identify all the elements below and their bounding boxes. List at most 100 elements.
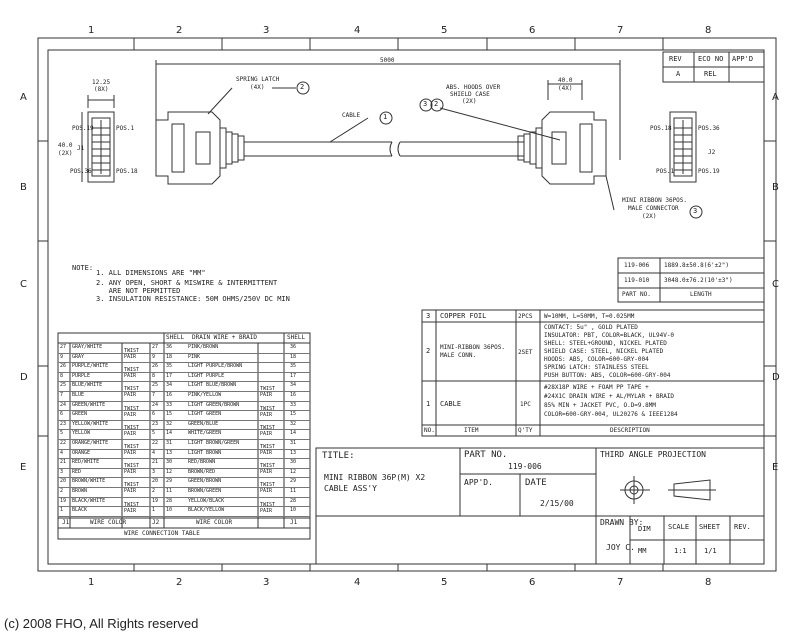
abs-hoods-1: ABS. HOODS OVER bbox=[446, 84, 501, 91]
wire-right-color-15: BROWN/GREEN bbox=[188, 488, 222, 494]
wire-left-j2-6: 24 bbox=[152, 401, 159, 408]
wire-header-drain: DRAIN WIRE + BRAID bbox=[192, 334, 258, 341]
balloon-3-text: 3 bbox=[423, 100, 428, 108]
wire-left-j2-8: 23 bbox=[152, 420, 159, 427]
wire-row-divider bbox=[58, 352, 310, 354]
wire-right-j1-11: 13 bbox=[290, 449, 297, 456]
wire-left-twist-0: TWIST bbox=[124, 348, 140, 354]
wire-left-j2-9: 5 bbox=[152, 430, 156, 437]
wire-right-color-8: GREEN/BLUE bbox=[188, 420, 219, 427]
wire-footer-color2: WIRE COLOR bbox=[196, 519, 233, 526]
wire-right-color-6: LIGHT GREEN/BROWN bbox=[188, 401, 240, 408]
wire-left-color-4: BLUE/WHITE bbox=[72, 382, 103, 389]
border-outer bbox=[37, 37, 777, 572]
dim-label: DIM bbox=[638, 525, 651, 533]
balloon-2-left-text: 2 bbox=[300, 83, 305, 91]
col-label-4-bottom: 4 bbox=[354, 577, 361, 588]
wire-left-pair-16: PAIR bbox=[124, 507, 137, 514]
wire-row-divider bbox=[58, 458, 310, 460]
mini-ribbon-3: (2X) bbox=[642, 213, 657, 220]
bom-desc-2-6: SPRING LATCH: STAINLESS STEEL bbox=[544, 364, 649, 371]
bom-desc-2-4: SHIELD CASE: STEEL, NICKEL PLATED bbox=[544, 348, 664, 355]
wire-left-color-0: GRAY/WHITE bbox=[72, 344, 103, 350]
wire-left-pair-14: PAIR bbox=[124, 488, 137, 495]
wire-right-color-11: LIGHT BROWN bbox=[188, 449, 222, 456]
wire-left-color-17: BLACK bbox=[72, 507, 88, 514]
pos36-right: POS.36 bbox=[698, 125, 720, 132]
wire-right-pair-14: PAIR bbox=[260, 488, 273, 495]
wire-left-pair-0: PAIR bbox=[124, 354, 137, 360]
wire-right-twist-6: TWIST bbox=[260, 405, 276, 412]
wire-left-j1-2: 26 bbox=[60, 363, 67, 370]
row-label-d: D bbox=[20, 372, 28, 383]
wire-left-j1-10: 22 bbox=[60, 440, 67, 446]
eco-header: ECO NO bbox=[698, 55, 724, 63]
bom-no-1: 1 bbox=[426, 400, 431, 408]
col-label-8-bottom: 8 bbox=[705, 577, 712, 588]
dim-height-left-sub: (2X) bbox=[58, 150, 73, 157]
pos18-left: POS.18 bbox=[116, 168, 138, 175]
wire-left-color-8: YELLOW/WHITE bbox=[72, 420, 109, 427]
row-label-a-right: A bbox=[772, 92, 779, 103]
dim-height-left: 40.0 bbox=[58, 142, 73, 149]
wire-left-pair-4: PAIR bbox=[124, 392, 137, 399]
wire-left-color-9: YELLOW bbox=[72, 430, 91, 437]
drawn-by-value: JOY C. bbox=[606, 543, 635, 552]
wire-right-j1-4: 34 bbox=[290, 382, 297, 389]
wire-right-pair-6: PAIR bbox=[260, 411, 273, 418]
wire-right-j2-17: 10 bbox=[166, 507, 173, 514]
wire-right-j2-9: 14 bbox=[166, 430, 173, 437]
note-2b: ARE NOT PERMITTED bbox=[96, 287, 181, 295]
wire-left-pair-12: PAIR bbox=[124, 469, 137, 476]
col-label-2: 2 bbox=[176, 25, 183, 36]
bom-qty-1: 1PC bbox=[520, 401, 531, 408]
wire-right-j2-16: 28 bbox=[166, 497, 173, 504]
wire-left-color-12: RED/WHITE bbox=[72, 459, 100, 466]
wire-caption: WIRE CONNECTION TABLE bbox=[124, 530, 200, 537]
dim-right: 40.0 bbox=[558, 77, 573, 84]
j2-face-view bbox=[669, 111, 697, 183]
bom-desc-2-5: HOODS: ABS, COLOR=600-GRY-004 bbox=[544, 356, 649, 363]
date-label: DATE bbox=[525, 478, 547, 488]
wire-right-twist-10: TWIST bbox=[260, 444, 276, 450]
wire-left-color-2: PURPLE/WHITE bbox=[72, 363, 109, 370]
wire-right-color-13: BROWN/RED bbox=[188, 468, 216, 475]
wire-left-j1-13: 3 bbox=[60, 468, 64, 475]
date-value: 2/15/00 bbox=[540, 499, 574, 508]
rev-value: A bbox=[676, 70, 681, 78]
bom-item-3: COPPER FOIL bbox=[440, 312, 487, 320]
abs-hoods-3: (2X) bbox=[462, 98, 477, 105]
wire-right-color-7: LIGHT GREEN bbox=[188, 411, 222, 418]
bom-desc-2-3: SHELL: STEEL+GROUND, NICKEL PLATED bbox=[544, 340, 667, 347]
wire-left-color-15: BROWN bbox=[72, 488, 88, 494]
wire-footer-j1b: J1 bbox=[290, 519, 298, 526]
wire-right-color-2: LIGHT PURPLE/BROWN bbox=[188, 363, 243, 370]
wire-left-j1-1: 9 bbox=[60, 353, 64, 360]
wire-left-twist-10: TWIST bbox=[124, 444, 140, 450]
wire-header-shell: SHELL bbox=[166, 334, 185, 341]
wire-left-j2-10: 22 bbox=[152, 440, 159, 446]
title-line-1: MINI RIBBON 36P(M) X2 bbox=[324, 473, 426, 482]
wire-right-j1-7: 15 bbox=[290, 411, 297, 418]
wire-right-j2-12: 30 bbox=[166, 459, 173, 466]
wire-left-j2-12: 21 bbox=[152, 459, 159, 466]
wire-right-color-10: LIGHT BROWN/GREEN bbox=[188, 440, 240, 446]
wire-row-divider bbox=[58, 439, 310, 440]
appd-header: APP'D bbox=[732, 55, 754, 63]
col-label-7: 7 bbox=[617, 25, 624, 36]
bom-desc-1-3: 85% MIN + JACKET PVC, O.D=9.8MM bbox=[544, 402, 656, 409]
wire-left-color-16: BLACK/WHITE bbox=[72, 497, 106, 504]
wire-footer-j1: J1 bbox=[62, 519, 70, 526]
row-label-e-right: E bbox=[772, 462, 779, 473]
wire-row-divider bbox=[58, 371, 310, 373]
abs-hoods-2: SHIELD CASE bbox=[450, 91, 490, 98]
wire-left-color-14: BROWN/WHITE bbox=[72, 478, 106, 485]
wire-row-divider bbox=[58, 448, 310, 450]
wire-left-j1-12: 21 bbox=[60, 459, 67, 466]
bom-header-no: NO. bbox=[424, 427, 435, 434]
wire-left-twist-4: TWIST bbox=[124, 386, 140, 393]
wire-left-j1-6: 24 bbox=[60, 401, 67, 408]
wire-left-j1-7: 6 bbox=[60, 411, 64, 418]
wire-left-j2-4: 25 bbox=[152, 382, 159, 389]
wire-left-j1-9: 5 bbox=[60, 430, 64, 437]
